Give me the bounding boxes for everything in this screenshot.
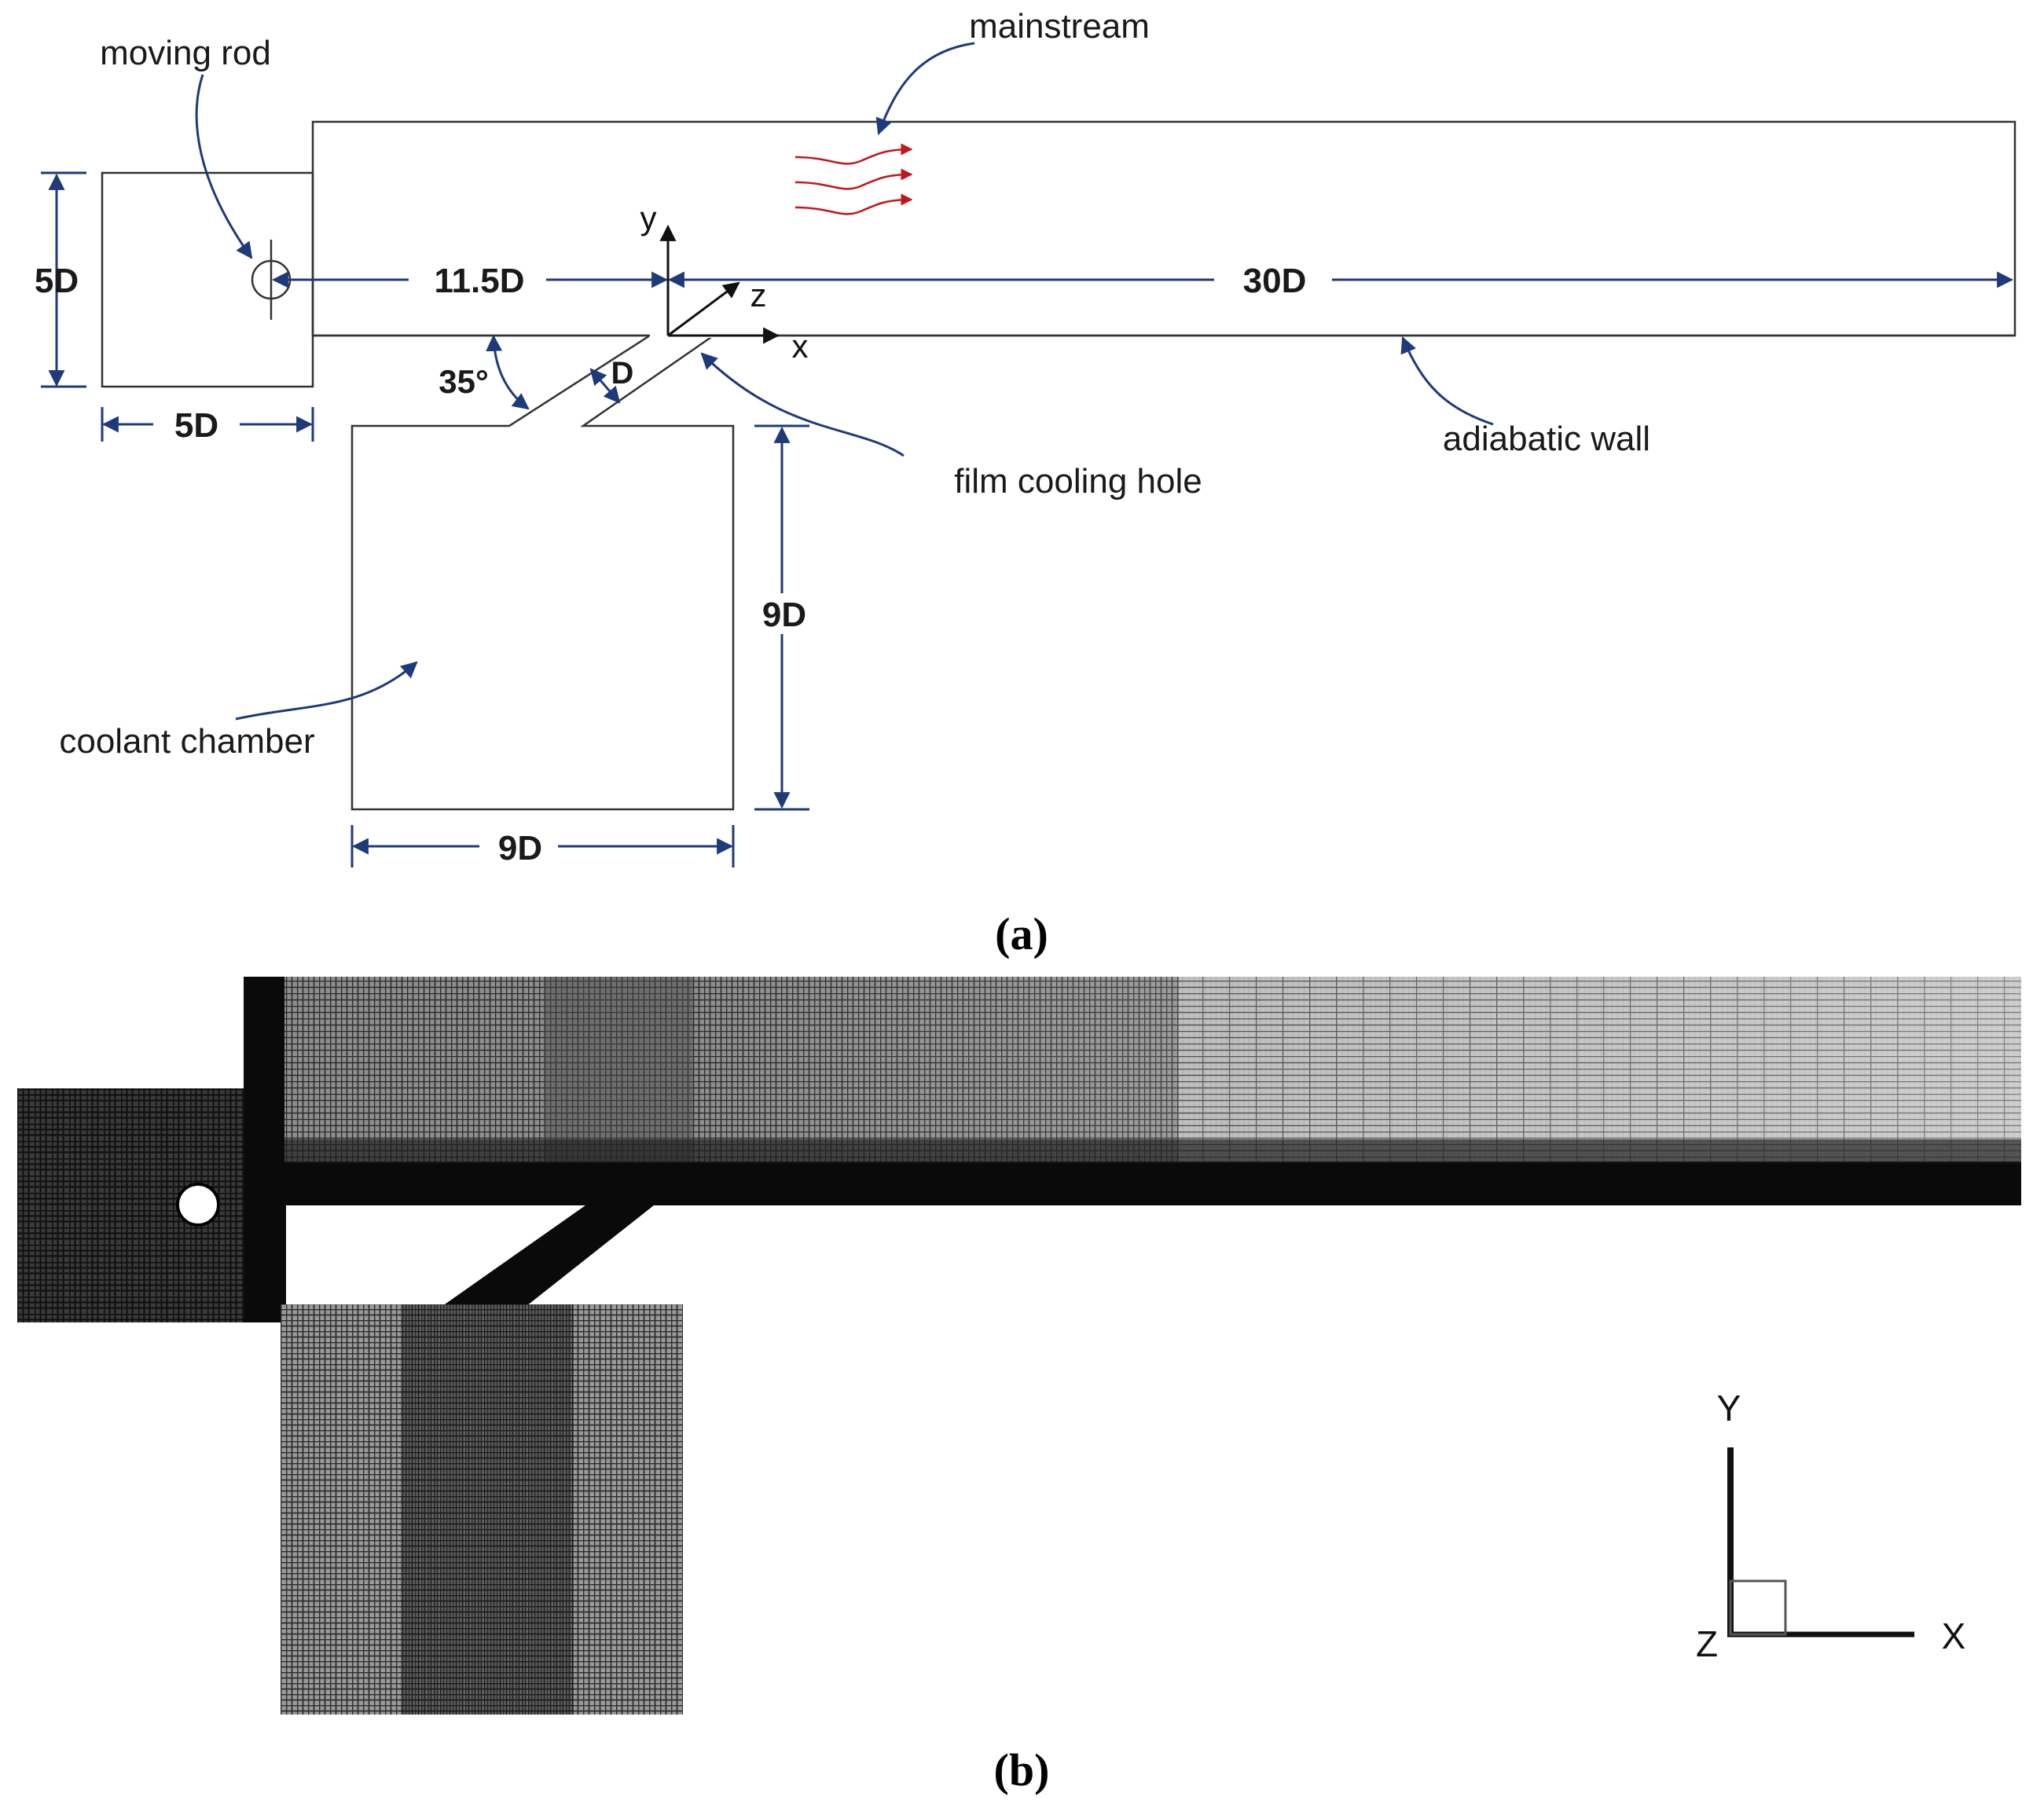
mesh-main-upstream xyxy=(284,977,544,1161)
label-mainstream: mainstream xyxy=(969,7,1150,46)
label-rod-to-origin: 11.5D xyxy=(435,262,525,300)
axis-label-x: x xyxy=(792,328,809,365)
axis-label-y: y xyxy=(640,200,657,237)
leader-adiabatic-wall xyxy=(1400,336,1494,426)
panel-b-mesh xyxy=(17,977,2021,1715)
label-rod-box-height: 5D xyxy=(35,262,79,300)
mesh-near-wall-band xyxy=(244,1161,2021,1205)
mesh-film-hole-duct xyxy=(442,1205,654,1306)
label-adiabatic-wall: adiabatic wall xyxy=(1443,420,1650,458)
mesh-rod-hole xyxy=(176,1183,220,1227)
leader-film-cooling-hole xyxy=(700,352,905,457)
label-injection-angle: 35° xyxy=(439,363,489,400)
leader-moving-rod xyxy=(195,74,253,259)
mainstream-flow-arrows xyxy=(794,143,913,215)
leader-mainstream xyxy=(875,42,975,135)
caption-b: (b) xyxy=(994,1744,1050,1795)
dim-injection-angle xyxy=(486,334,530,410)
label-rod-box-width: 5D xyxy=(174,406,218,445)
label-coolant-chamber: coolant chamber xyxy=(59,722,314,761)
caption-a: (a) xyxy=(995,908,1048,959)
label-downstream-length: 30D xyxy=(1243,262,1307,300)
axis-label-z: z xyxy=(750,277,767,314)
panel-b-axis-triad xyxy=(1727,1447,1914,1638)
label-hole-diameter: D xyxy=(611,356,634,391)
coolant-chamber-outline xyxy=(350,334,735,811)
label-chamber-height: 9D xyxy=(762,596,806,634)
label-moving-rod: moving rod xyxy=(100,34,271,72)
triad-label-z: Z xyxy=(1696,1623,1718,1664)
triad-label-y: Y xyxy=(1717,1388,1741,1429)
label-chamber-width: 9D xyxy=(498,829,542,867)
leader-coolant-chamber xyxy=(235,661,418,721)
main-channel xyxy=(311,120,2016,337)
triad-label-x: X xyxy=(1942,1616,1966,1656)
label-film-cooling-hole: film cooling hole xyxy=(954,462,1202,501)
dim-hole-diameter xyxy=(589,368,621,404)
origin-axes xyxy=(659,224,780,344)
mesh-rod-stem xyxy=(244,977,286,1322)
